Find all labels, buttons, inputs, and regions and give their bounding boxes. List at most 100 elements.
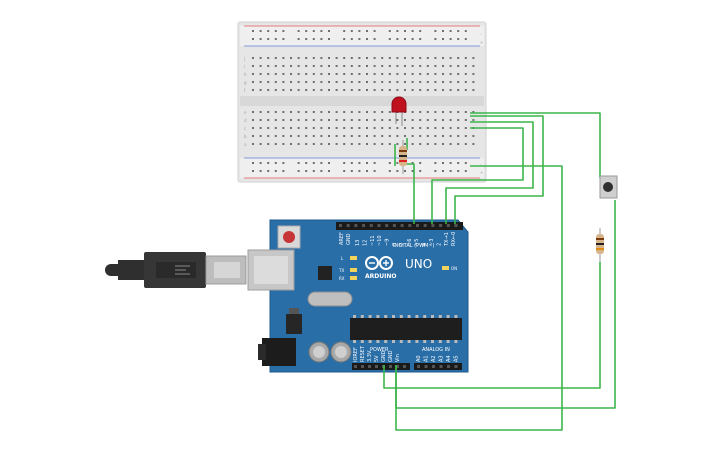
rail-hole[interactable] <box>434 162 437 164</box>
breadboard-hole[interactable] <box>442 119 444 121</box>
breadboard-hole[interactable] <box>472 81 475 83</box>
breadboard-hole[interactable] <box>404 127 406 129</box>
breadboard-hole[interactable] <box>343 81 346 83</box>
rail-hole[interactable] <box>366 30 368 32</box>
breadboard-hole[interactable] <box>388 65 391 67</box>
rail-hole[interactable] <box>267 162 270 164</box>
breadboard-hole[interactable] <box>335 73 338 75</box>
breadboard-hole[interactable] <box>419 119 422 121</box>
breadboard-hole[interactable] <box>320 81 323 83</box>
breadboard-hole[interactable] <box>290 81 292 83</box>
breadboard-hole[interactable] <box>442 65 444 67</box>
breadboard-hole[interactable] <box>252 111 254 113</box>
analog-header-hole[interactable] <box>447 365 450 368</box>
analog-header[interactable] <box>414 363 462 370</box>
breadboard-hole[interactable] <box>472 73 475 75</box>
rail-hole[interactable] <box>305 30 308 32</box>
breadboard-hole[interactable] <box>464 119 467 121</box>
breadboard-hole[interactable] <box>396 127 399 129</box>
breadboard-hole[interactable] <box>274 73 277 75</box>
rail-hole[interactable] <box>373 162 376 164</box>
breadboard-hole[interactable] <box>305 143 308 145</box>
breadboard-hole[interactable] <box>457 89 460 91</box>
breadboard-hole[interactable] <box>305 57 308 59</box>
breadboard-hole[interactable] <box>312 73 315 75</box>
rail-hole[interactable] <box>457 170 460 172</box>
rail-hole[interactable] <box>252 30 254 32</box>
rail-hole[interactable] <box>464 30 467 32</box>
power-header-hole[interactable] <box>368 365 371 368</box>
breadboard-hole[interactable] <box>442 73 444 75</box>
breadboard-hole[interactable] <box>373 119 376 121</box>
rail-hole[interactable] <box>320 170 323 172</box>
breadboard-hole[interactable] <box>267 57 270 59</box>
breadboard-hole[interactable] <box>442 143 444 145</box>
breadboard-hole[interactable] <box>335 65 338 67</box>
breadboard-hole[interactable] <box>267 119 270 121</box>
breadboard-hole[interactable] <box>350 73 353 75</box>
breadboard-hole[interactable] <box>320 89 323 91</box>
breadboard-hole[interactable] <box>419 57 422 59</box>
rail-hole[interactable] <box>449 30 452 32</box>
breadboard-hole[interactable] <box>396 57 399 59</box>
rail-hole[interactable] <box>343 162 346 164</box>
rail-hole[interactable] <box>312 38 315 40</box>
breadboard-hole[interactable] <box>449 65 452 67</box>
breadboard-hole[interactable] <box>381 143 384 145</box>
breadboard-hole[interactable] <box>434 65 437 67</box>
breadboard-hole[interactable] <box>366 65 368 67</box>
rail-hole[interactable] <box>328 30 330 32</box>
rail-hole[interactable] <box>259 170 262 172</box>
breadboard-hole[interactable] <box>343 127 346 129</box>
breadboard-hole[interactable] <box>252 89 254 91</box>
rail-hole[interactable] <box>252 162 254 164</box>
breadboard-hole[interactable] <box>312 89 315 91</box>
breadboard-hole[interactable] <box>328 127 330 129</box>
rail-hole[interactable] <box>328 162 330 164</box>
breadboard-hole[interactable] <box>434 143 437 145</box>
rail-hole[interactable] <box>449 162 452 164</box>
breadboard-hole[interactable] <box>358 89 361 91</box>
breadboard-hole[interactable] <box>426 81 429 83</box>
rail-hole[interactable] <box>411 30 414 32</box>
breadboard-hole[interactable] <box>457 111 460 113</box>
breadboard-hole[interactable] <box>328 57 330 59</box>
rail-hole[interactable] <box>252 170 254 172</box>
breadboard-hole[interactable] <box>426 111 429 113</box>
breadboard-hole[interactable] <box>335 57 338 59</box>
breadboard-hole[interactable] <box>350 81 353 83</box>
breadboard-hole[interactable] <box>312 127 315 129</box>
breadboard-hole[interactable] <box>312 81 315 83</box>
breadboard-hole[interactable] <box>328 73 330 75</box>
breadboard-hole[interactable] <box>335 135 338 137</box>
breadboard-hole[interactable] <box>328 65 330 67</box>
power-header-hole[interactable] <box>375 365 378 368</box>
breadboard-hole[interactable] <box>419 127 422 129</box>
breadboard-hole[interactable] <box>472 111 475 113</box>
breadboard-hole[interactable] <box>449 73 452 75</box>
breadboard-hole[interactable] <box>388 57 391 59</box>
rail-hole[interactable] <box>320 38 323 40</box>
breadboard-hole[interactable] <box>267 81 270 83</box>
breadboard-hole[interactable] <box>297 81 300 83</box>
breadboard-hole[interactable] <box>381 81 384 83</box>
digital-header-hole[interactable] <box>454 224 458 227</box>
rail-hole[interactable] <box>297 170 300 172</box>
rail-hole[interactable] <box>320 162 323 164</box>
breadboard-hole[interactable] <box>320 57 323 59</box>
breadboard-hole[interactable] <box>259 89 262 91</box>
breadboard-hole[interactable] <box>366 81 368 83</box>
breadboard-hole[interactable] <box>297 135 300 137</box>
breadboard-hole[interactable] <box>457 73 460 75</box>
digital-header-hole[interactable] <box>439 224 443 227</box>
breadboard-hole[interactable] <box>252 57 254 59</box>
digital-header-hole[interactable] <box>416 224 419 227</box>
breadboard-hole[interactable] <box>312 65 315 67</box>
rail-hole[interactable] <box>388 30 391 32</box>
breadboard-hole[interactable] <box>259 57 262 59</box>
breadboard-hole[interactable] <box>350 57 353 59</box>
breadboard-hole[interactable] <box>358 73 361 75</box>
breadboard-hole[interactable] <box>434 81 437 83</box>
breadboard-hole[interactable] <box>267 111 270 113</box>
digital-header-hole[interactable] <box>385 224 389 227</box>
